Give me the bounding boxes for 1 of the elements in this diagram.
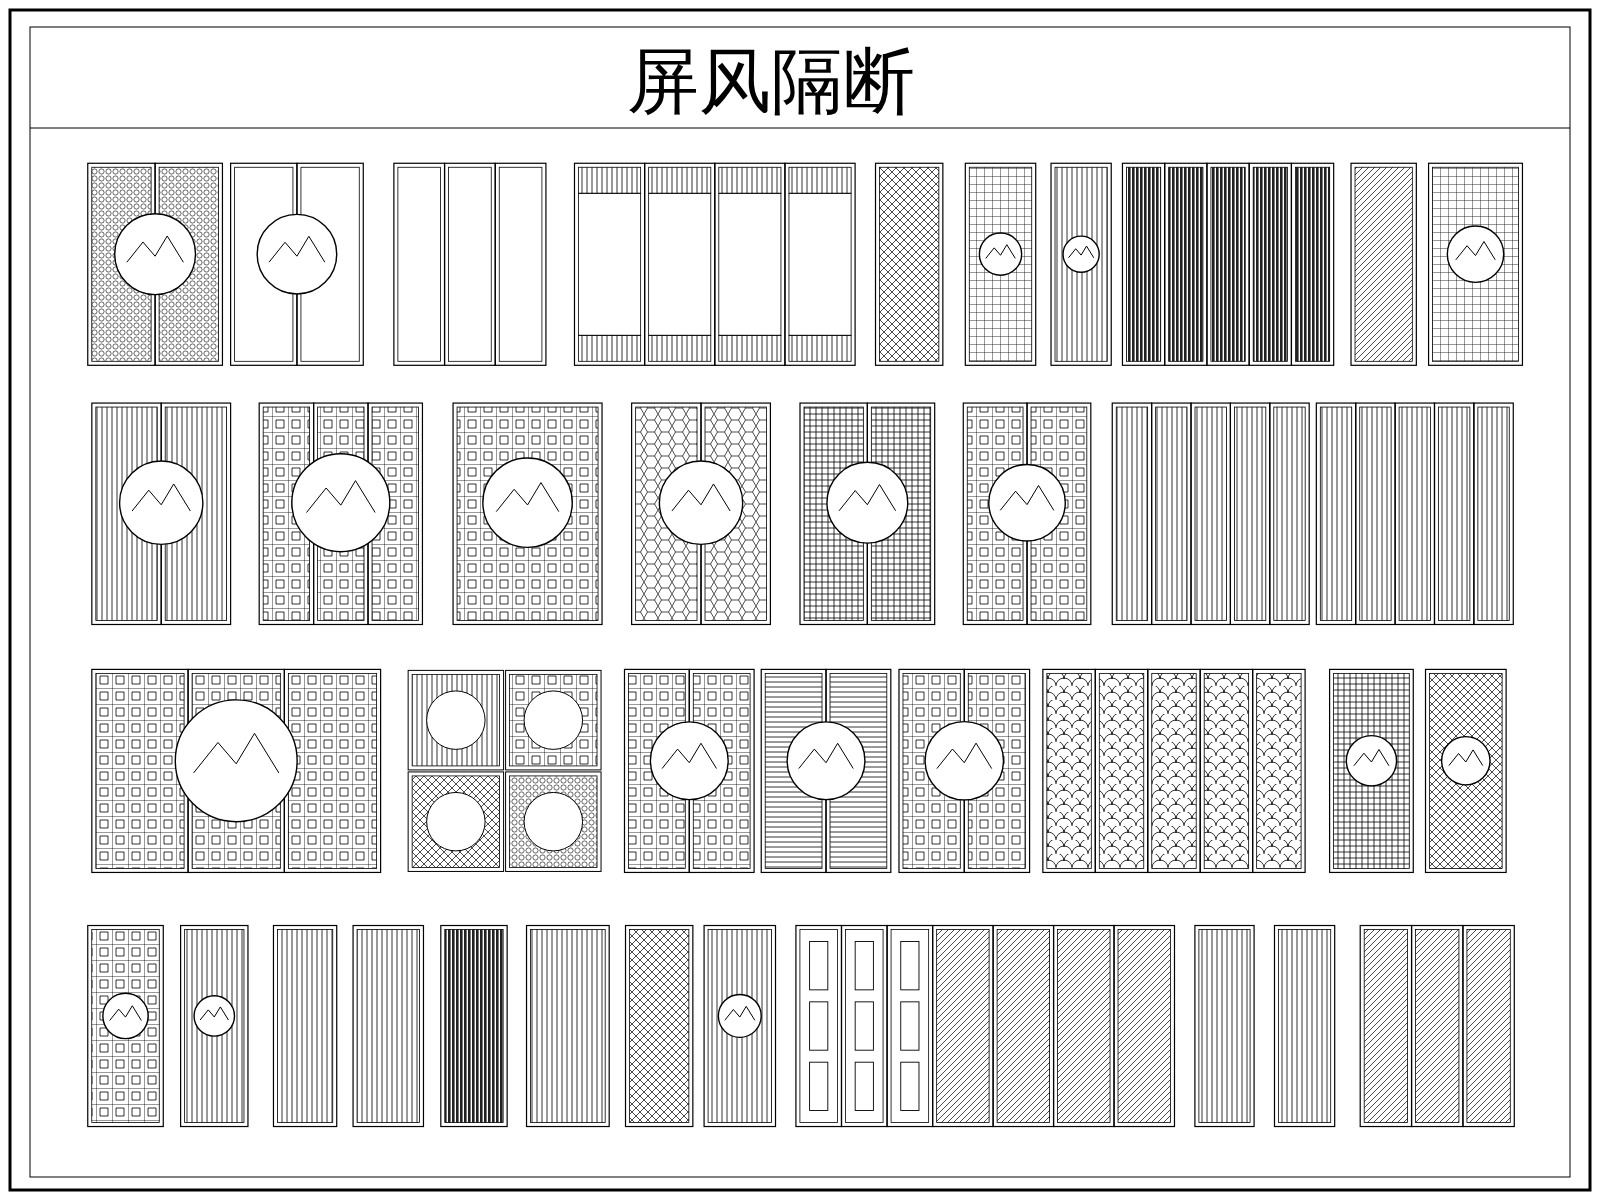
sheet-title: 屏风隔断 [625,38,916,125]
